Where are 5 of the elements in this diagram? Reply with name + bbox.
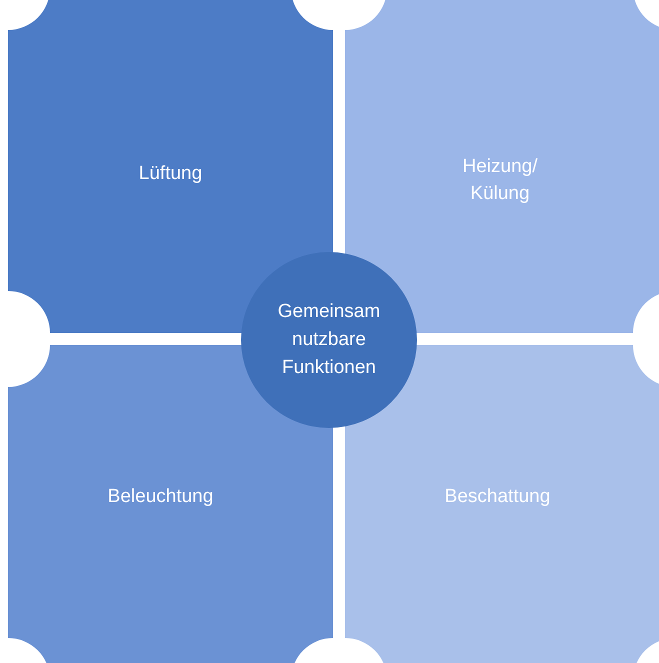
node-label: Gemeinsam nutzbare Funktionen [276, 300, 382, 380]
node-label: Beleuchtung [106, 485, 214, 509]
node-label: Beschattung [444, 485, 552, 509]
node-label: Heizung/ Külung [462, 155, 538, 206]
node-label: Lüftung [138, 162, 204, 186]
